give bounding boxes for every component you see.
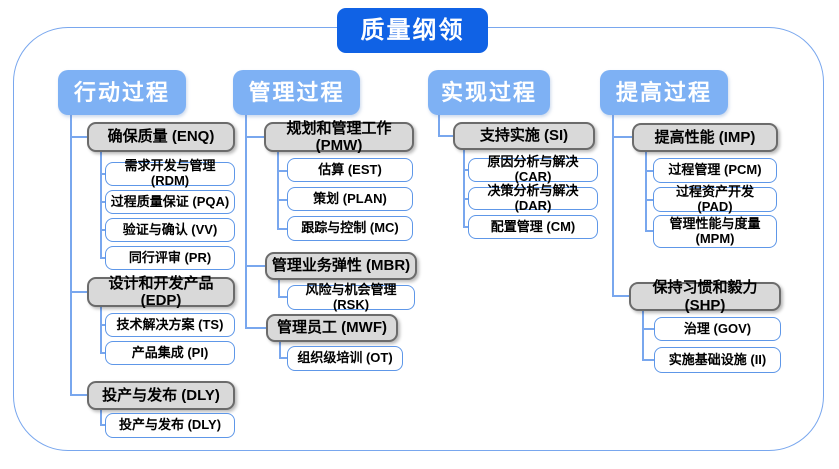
process-box-cm: 配置管理 (CM)	[468, 215, 598, 239]
process-box-pad: 过程资产开发 (PAD)	[653, 184, 777, 213]
connector-line	[245, 115, 247, 328]
process-box-rsk: 风险与机会管理 (RSK)	[287, 282, 415, 311]
connector-line	[642, 311, 644, 360]
connector-line	[438, 115, 440, 136]
process-box-rdm: 需求开发与管理 (RDM)	[105, 158, 235, 188]
connector-line	[70, 115, 72, 396]
group-box-dly: 投产与发布 (DLY)	[87, 381, 235, 410]
connector-line	[438, 135, 453, 137]
connector-line	[70, 291, 87, 293]
connector-line	[277, 170, 287, 172]
connector-line	[100, 324, 105, 326]
process-box-ot: 组织级培训 (OT)	[287, 346, 403, 371]
process-box-ii: 实施基础设施 (II)	[654, 347, 781, 373]
process-box-pqa: 过程质量保证 (PQA)	[105, 190, 235, 214]
connector-line	[245, 136, 264, 138]
connector-line	[100, 152, 102, 258]
connector-line	[645, 152, 647, 231]
connector-line	[100, 229, 105, 231]
process-box-mc: 跟踪与控制 (MC)	[287, 216, 413, 241]
process-box-pcm: 过程管理 (PCM)	[653, 158, 777, 183]
process-box-est: 估算 (EST)	[287, 158, 413, 182]
process-box-plan: 策划 (PLAN)	[287, 187, 413, 211]
connector-line	[645, 230, 653, 232]
process-box-dar: 决策分析与解决 (DAR)	[468, 183, 598, 212]
connector-line	[463, 150, 465, 227]
connector-line	[70, 394, 87, 396]
connector-line	[463, 198, 468, 200]
process-box-pi: 产品集成 (PI)	[105, 341, 235, 365]
column-header-realization-process: 实现过程	[428, 70, 550, 115]
process-box-pr: 同行评审 (PR)	[105, 246, 235, 270]
connector-line	[245, 327, 266, 329]
connector-line	[642, 359, 654, 361]
process-box-ts: 技术解决方案 (TS)	[105, 313, 235, 337]
connector-line	[100, 201, 105, 203]
connector-line	[642, 328, 654, 330]
connector-line	[278, 280, 280, 297]
column-header-management-process: 管理过程	[233, 70, 360, 115]
group-box-pmw: 规划和管理工作 (PMW)	[264, 120, 414, 154]
connector-line	[279, 357, 287, 359]
process-box-dly2: 投产与发布 (DLY)	[105, 413, 235, 438]
connector-line	[277, 228, 287, 230]
connector-line	[100, 257, 105, 259]
process-box-gov: 治理 (GOV)	[654, 317, 781, 341]
group-box-mwf: 管理员工 (MWF)	[266, 314, 398, 342]
connector-line	[278, 296, 287, 298]
connector-line	[645, 170, 653, 172]
process-box-car: 原因分析与解决 (CAR)	[468, 154, 598, 184]
connector-line	[612, 295, 629, 297]
connector-line	[277, 199, 287, 201]
diagram-title: 质量纲领	[337, 8, 488, 53]
column-header-improvement-process: 提高过程	[600, 70, 728, 115]
group-box-mbr: 管理业务弹性 (MBR)	[265, 252, 417, 280]
process-box-mpm: 管理性能与度量 (MPM)	[653, 215, 777, 248]
group-box-edp: 设计和开发产品 (EDP)	[87, 275, 235, 309]
connector-line	[70, 136, 87, 138]
column-header-action-process: 行动过程	[58, 70, 186, 115]
connector-line	[463, 226, 468, 228]
connector-line	[612, 115, 614, 296]
connector-line	[277, 152, 279, 229]
group-box-si: 支持实施 (SI)	[453, 122, 595, 150]
connector-line	[100, 424, 105, 426]
group-box-shp: 保持习惯和毅力 (SHP)	[629, 279, 781, 314]
connector-line	[645, 199, 653, 201]
group-box-enq: 确保质量 (ENQ)	[87, 122, 235, 152]
connector-line	[612, 136, 632, 138]
connector-line	[100, 307, 102, 353]
connector-line	[463, 169, 468, 171]
connector-line	[279, 342, 281, 358]
connector-line	[245, 265, 265, 267]
connector-line	[100, 173, 105, 175]
connector-line	[100, 352, 105, 354]
process-box-vv: 验证与确认 (VV)	[105, 218, 235, 242]
connector-line	[100, 410, 102, 426]
group-box-imp: 提高性能 (IMP)	[632, 123, 778, 152]
